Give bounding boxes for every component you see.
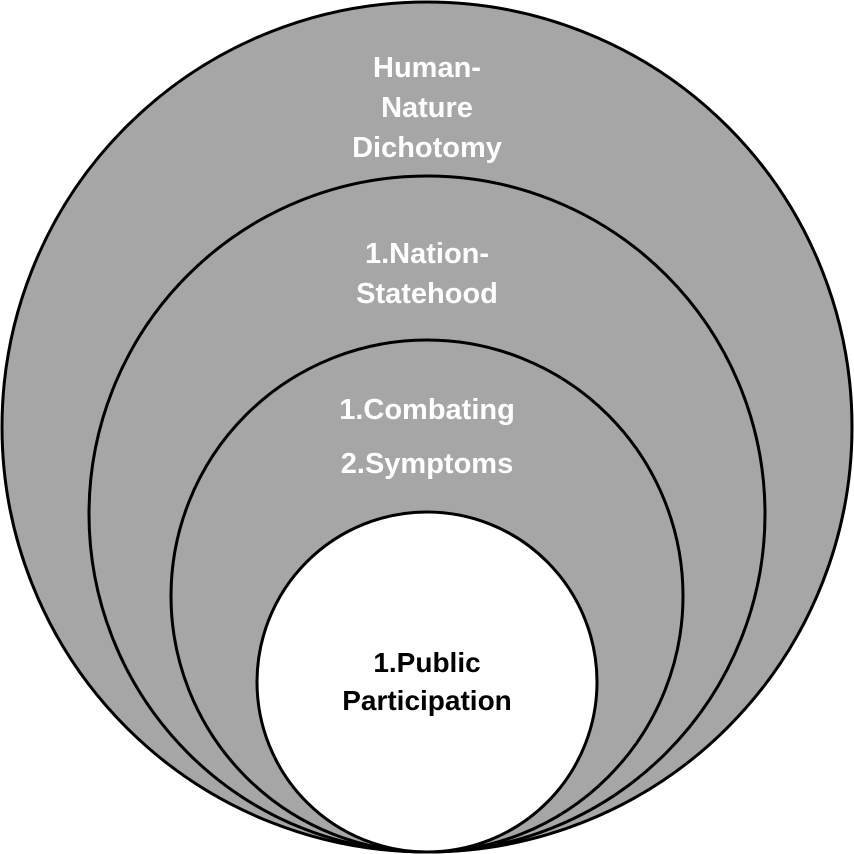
inner-circle-label-line: 1.Public (373, 647, 481, 678)
inner-circle (255, 510, 599, 854)
second-ring-label-line: Statehood (356, 278, 498, 310)
outer-ring-label-line: Nature (381, 92, 473, 124)
outer-ring-label: Human- Nature Dichotomy (0, 48, 854, 168)
inner-circle-label-line: Participation (342, 685, 512, 716)
second-ring-label-line: 1.Nation- (364, 238, 490, 270)
second-ring-label: 1.Nation- Statehood (0, 234, 854, 314)
inner-circle-label: 1.Public Participation (0, 644, 854, 720)
third-ring-item: 1.Combating (339, 394, 515, 426)
outer-ring-label-line: Human- (373, 52, 481, 84)
outer-ring-label-line: Dichotomy (352, 132, 502, 164)
third-ring-item: 2.Symptoms (340, 448, 514, 480)
